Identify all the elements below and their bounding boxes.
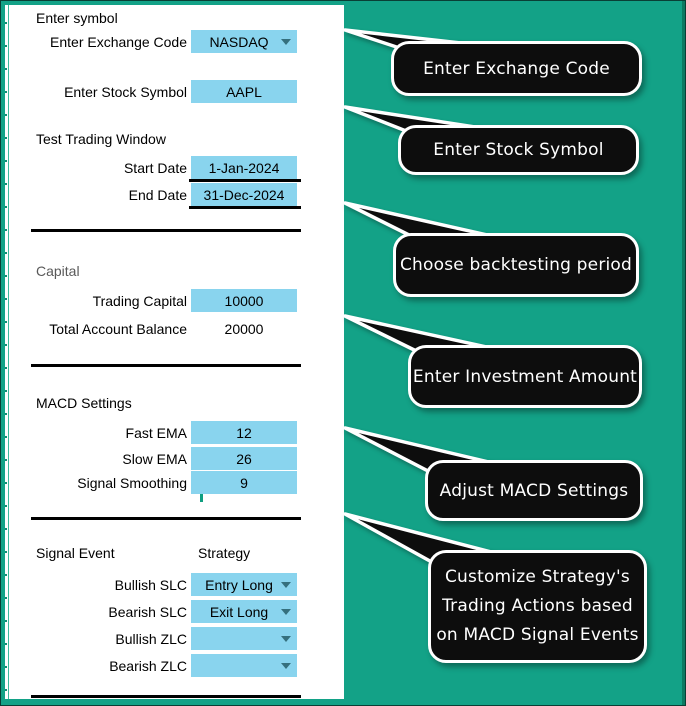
- slow-ema-label: Slow EMA: [122, 450, 187, 467]
- bearish-slc-value: Exit Long: [209, 603, 269, 620]
- start-date-value: 1-Jan-2024: [208, 159, 280, 176]
- fast-ema-input[interactable]: 12: [191, 421, 297, 444]
- frame-edge-right: [682, 1, 685, 705]
- slow-ema-input[interactable]: 26: [191, 447, 297, 470]
- signal-smoothing-input[interactable]: 9: [191, 471, 297, 494]
- exchange-code-label: Enter Exchange Code: [50, 33, 187, 50]
- signal-smoothing-label: Signal Smoothing: [77, 474, 187, 491]
- slow-ema-value: 26: [236, 450, 252, 467]
- bullish-zlc-label: Bullish ZLC: [115, 630, 187, 647]
- callout-bubble-backtesting-period: Choose backtesting period: [393, 233, 639, 297]
- fast-ema-value: 12: [236, 424, 252, 441]
- bearish-slc-label: Bearish SLC: [108, 603, 187, 620]
- end-date-value: 31-Dec-2024: [203, 186, 285, 203]
- callout-text: Enter Exchange Code: [423, 58, 610, 79]
- account-balance-number: 20000: [224, 320, 264, 337]
- bearish-zlc-dropdown[interactable]: [191, 654, 297, 677]
- callout-text: Enter Stock Symbol: [433, 140, 604, 160]
- callout-text-line: Trading Actions based: [442, 596, 633, 616]
- callout-text-line: on MACD Signal Events: [436, 625, 639, 645]
- trading-capital-input[interactable]: 10000: [191, 289, 297, 312]
- callout-bubble-stock-symbol: Enter Stock Symbol: [398, 125, 639, 175]
- section-divider: [31, 364, 301, 367]
- signal-smoothing-value: 9: [240, 474, 248, 491]
- bearish-slc-dropdown[interactable]: Exit Long: [191, 600, 297, 623]
- signal-event-header: Signal Event: [36, 545, 115, 561]
- bullish-slc-value: Entry Long: [205, 576, 273, 593]
- section-divider: [31, 229, 301, 232]
- section-divider: [31, 517, 301, 520]
- end-date-label: End Date: [128, 186, 187, 203]
- frame-edge-bottom: [1, 699, 685, 705]
- callout-text: Enter Investment Amount: [412, 366, 638, 387]
- bearish-zlc-label: Bearish ZLC: [109, 657, 187, 674]
- start-date-label: Start Date: [123, 159, 187, 176]
- callout-text-line: Customize Strategy's: [444, 567, 630, 587]
- chevron-down-icon: [281, 582, 291, 588]
- row-tick-marks: [5, 1, 7, 705]
- section-divider: [31, 695, 301, 698]
- bullish-slc-label: Bullish SLC: [114, 576, 187, 593]
- start-date-underline: [189, 179, 301, 182]
- stock-symbol-label: Enter Stock Symbol: [64, 83, 187, 100]
- bullish-slc-dropdown[interactable]: Entry Long: [191, 573, 297, 596]
- frame-edge-top: [1, 1, 685, 5]
- section-heading-enter-symbol: Enter symbol: [36, 10, 118, 26]
- end-date-underline: [189, 206, 301, 209]
- trading-capital-value: 10000: [224, 292, 264, 309]
- frame-edge-left: [1, 1, 5, 705]
- chevron-down-icon: [281, 663, 291, 669]
- account-balance-label: Total Account Balance: [49, 320, 187, 337]
- callout-text: Adjust MACD Settings: [439, 480, 629, 501]
- fast-ema-label: Fast EMA: [125, 424, 187, 441]
- chevron-down-icon: [281, 636, 291, 642]
- section-heading-macd: MACD Settings: [36, 395, 132, 411]
- chevron-down-icon: [281, 609, 291, 615]
- column-gridline: [8, 5, 9, 699]
- callout-text: Choose backtesting period: [399, 255, 633, 275]
- trading-capital-label: Trading Capital: [92, 292, 187, 309]
- start-date-input[interactable]: 1-Jan-2024: [191, 156, 297, 179]
- callout-bubble-macd-settings: Adjust MACD Settings: [425, 460, 643, 521]
- section-heading-trading-window: Test Trading Window: [36, 131, 166, 147]
- end-date-input[interactable]: 31-Dec-2024: [191, 183, 297, 206]
- callout-bubble-exchange-code: Enter Exchange Code: [391, 41, 642, 96]
- exchange-code-value: NASDAQ: [209, 33, 269, 50]
- chevron-down-icon: [281, 39, 291, 45]
- stock-symbol-input[interactable]: AAPL: [191, 80, 297, 103]
- account-balance-value: 20000: [191, 317, 297, 340]
- stock-symbol-value: AAPL: [226, 83, 262, 100]
- bullish-zlc-dropdown[interactable]: [191, 627, 297, 650]
- strategy-header: Strategy: [198, 545, 251, 561]
- cursor-tick-mark: [200, 494, 203, 502]
- callout-bubble-strategy-actions: Customize Strategy's Trading Actions bas…: [428, 550, 647, 663]
- exchange-code-dropdown[interactable]: NASDAQ: [191, 30, 297, 53]
- section-heading-capital: Capital: [36, 263, 80, 279]
- callout-bubble-investment-amount: Enter Investment Amount: [408, 345, 642, 408]
